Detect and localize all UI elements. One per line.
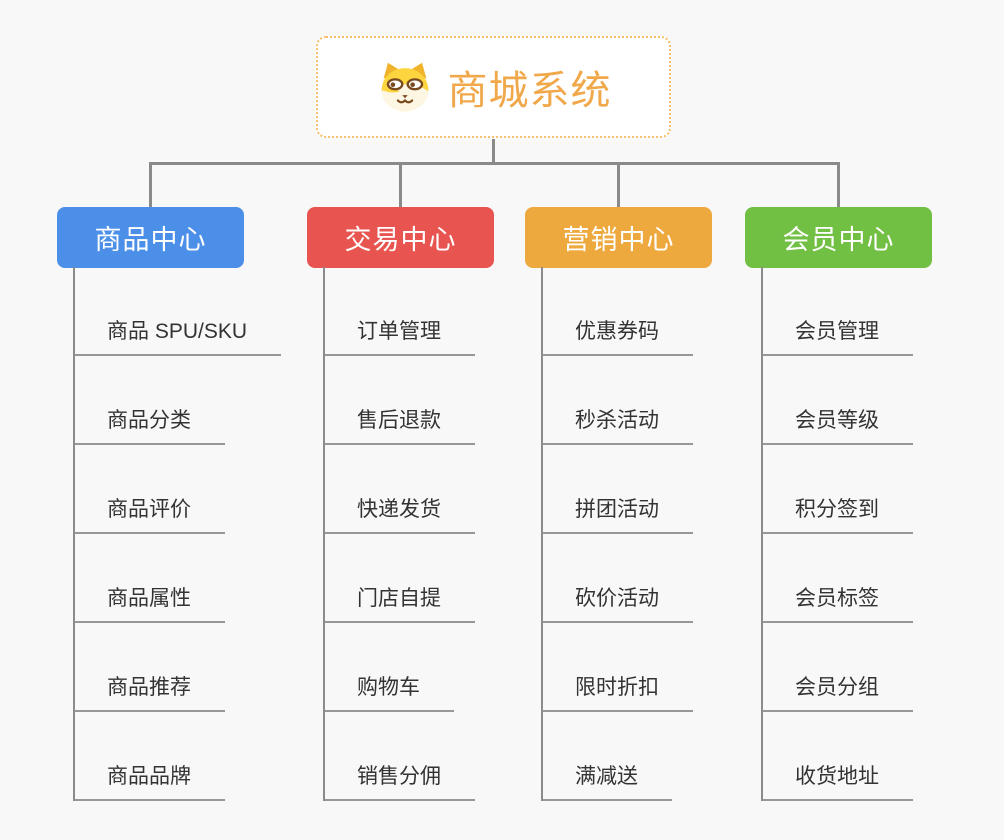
leaf-item[interactable]: 商品 SPU/SKU [75,315,282,356]
branch-header[interactable]: 会员中心 [745,207,932,268]
leaf-item[interactable]: 优惠券码 [543,315,693,356]
leaf-item[interactable]: 会员管理 [763,315,913,356]
leaf-row: 会员等级 [763,356,913,445]
leaf-row: 商品品牌 [75,712,281,801]
leaf-row: 拼团活动 [543,445,693,534]
branch-leaves: 订单管理售后退款快递发货门店自提购物车销售分佣 [323,267,475,801]
branch-leaves: 优惠券码秒杀活动拼团活动砍价活动限时折扣满减送 [541,267,693,801]
leaf-item[interactable]: 拼团活动 [543,493,693,534]
branch-header[interactable]: 商品中心 [57,207,244,268]
leaf-row: 秒杀活动 [543,356,693,445]
leaf-item[interactable]: 满减送 [543,760,672,801]
leaf-row: 销售分佣 [325,712,475,801]
leaf-row: 门店自提 [325,534,475,623]
leaf-item[interactable]: 售后退款 [325,404,475,445]
leaf-row: 收货地址 [763,712,913,801]
leaf-item[interactable]: 商品评价 [75,493,225,534]
connector-horizontal-rail [149,162,840,165]
leaf-row: 商品推荐 [75,623,281,712]
leaf-item[interactable]: 限时折扣 [543,671,693,712]
root-title: 商城系统 [447,69,612,113]
leaf-item[interactable]: 商品推荐 [75,671,225,712]
leaf-row: 优惠券码 [543,267,693,356]
leaf-row: 快递发货 [325,445,475,534]
leaf-item[interactable]: 秒杀活动 [543,404,693,445]
connector-drop-branch3 [617,162,620,208]
leaf-row: 商品 SPU/SKU [75,267,282,356]
leaf-row: 订单管理 [325,267,475,356]
leaf-row: 积分签到 [763,445,913,534]
leaf-item[interactable]: 积分签到 [763,493,913,534]
branch-leaves: 商品 SPU/SKU 商品分类商品评价商品属性商品推荐商品品牌 [73,267,282,801]
leaf-row: 售后退款 [325,356,475,445]
leaf-item[interactable]: 快递发货 [325,493,475,534]
leaf-item[interactable]: 砍价活动 [543,582,693,623]
connector-drop-branch2 [399,162,402,208]
leaf-item[interactable]: 销售分佣 [325,760,475,801]
leaf-row: 满减送 [543,712,693,801]
leaf-item[interactable]: 购物车 [325,671,454,712]
leaf-item[interactable]: 会员标签 [763,582,913,623]
leaf-row: 商品属性 [75,534,281,623]
leaf-row: 限时折扣 [543,623,693,712]
leaf-row: 会员分组 [763,623,913,712]
leaf-row: 购物车 [325,623,475,712]
leaf-item[interactable]: 商品属性 [75,582,225,623]
connector-root-stem [492,139,495,164]
leaf-item[interactable]: 订单管理 [325,315,475,356]
leaf-item[interactable]: 商品品牌 [75,760,225,801]
leaf-item[interactable]: 门店自提 [325,582,475,623]
branch-leaves: 会员管理会员等级积分签到会员标签会员分组收货地址 [761,267,913,801]
leaf-item[interactable]: 收货地址 [763,760,913,801]
leaf-row: 商品分类 [75,356,281,445]
connector-drop-branch1 [149,162,152,208]
root-node[interactable]: 商城系统 [316,36,671,138]
branch-header[interactable]: 交易中心 [307,207,494,268]
branch-header[interactable]: 营销中心 [525,207,712,268]
connector-drop-branch4 [837,162,840,208]
leaf-item[interactable]: 会员分组 [763,671,913,712]
leaf-item[interactable]: 会员等级 [763,404,913,445]
leaf-item[interactable]: 商品分类 [75,404,225,445]
leaf-row: 商品评价 [75,445,281,534]
leaf-row: 会员标签 [763,534,913,623]
leaf-row: 砍价活动 [543,534,693,623]
shiba-dog-icon [381,62,428,112]
leaf-row: 会员管理 [763,267,913,356]
